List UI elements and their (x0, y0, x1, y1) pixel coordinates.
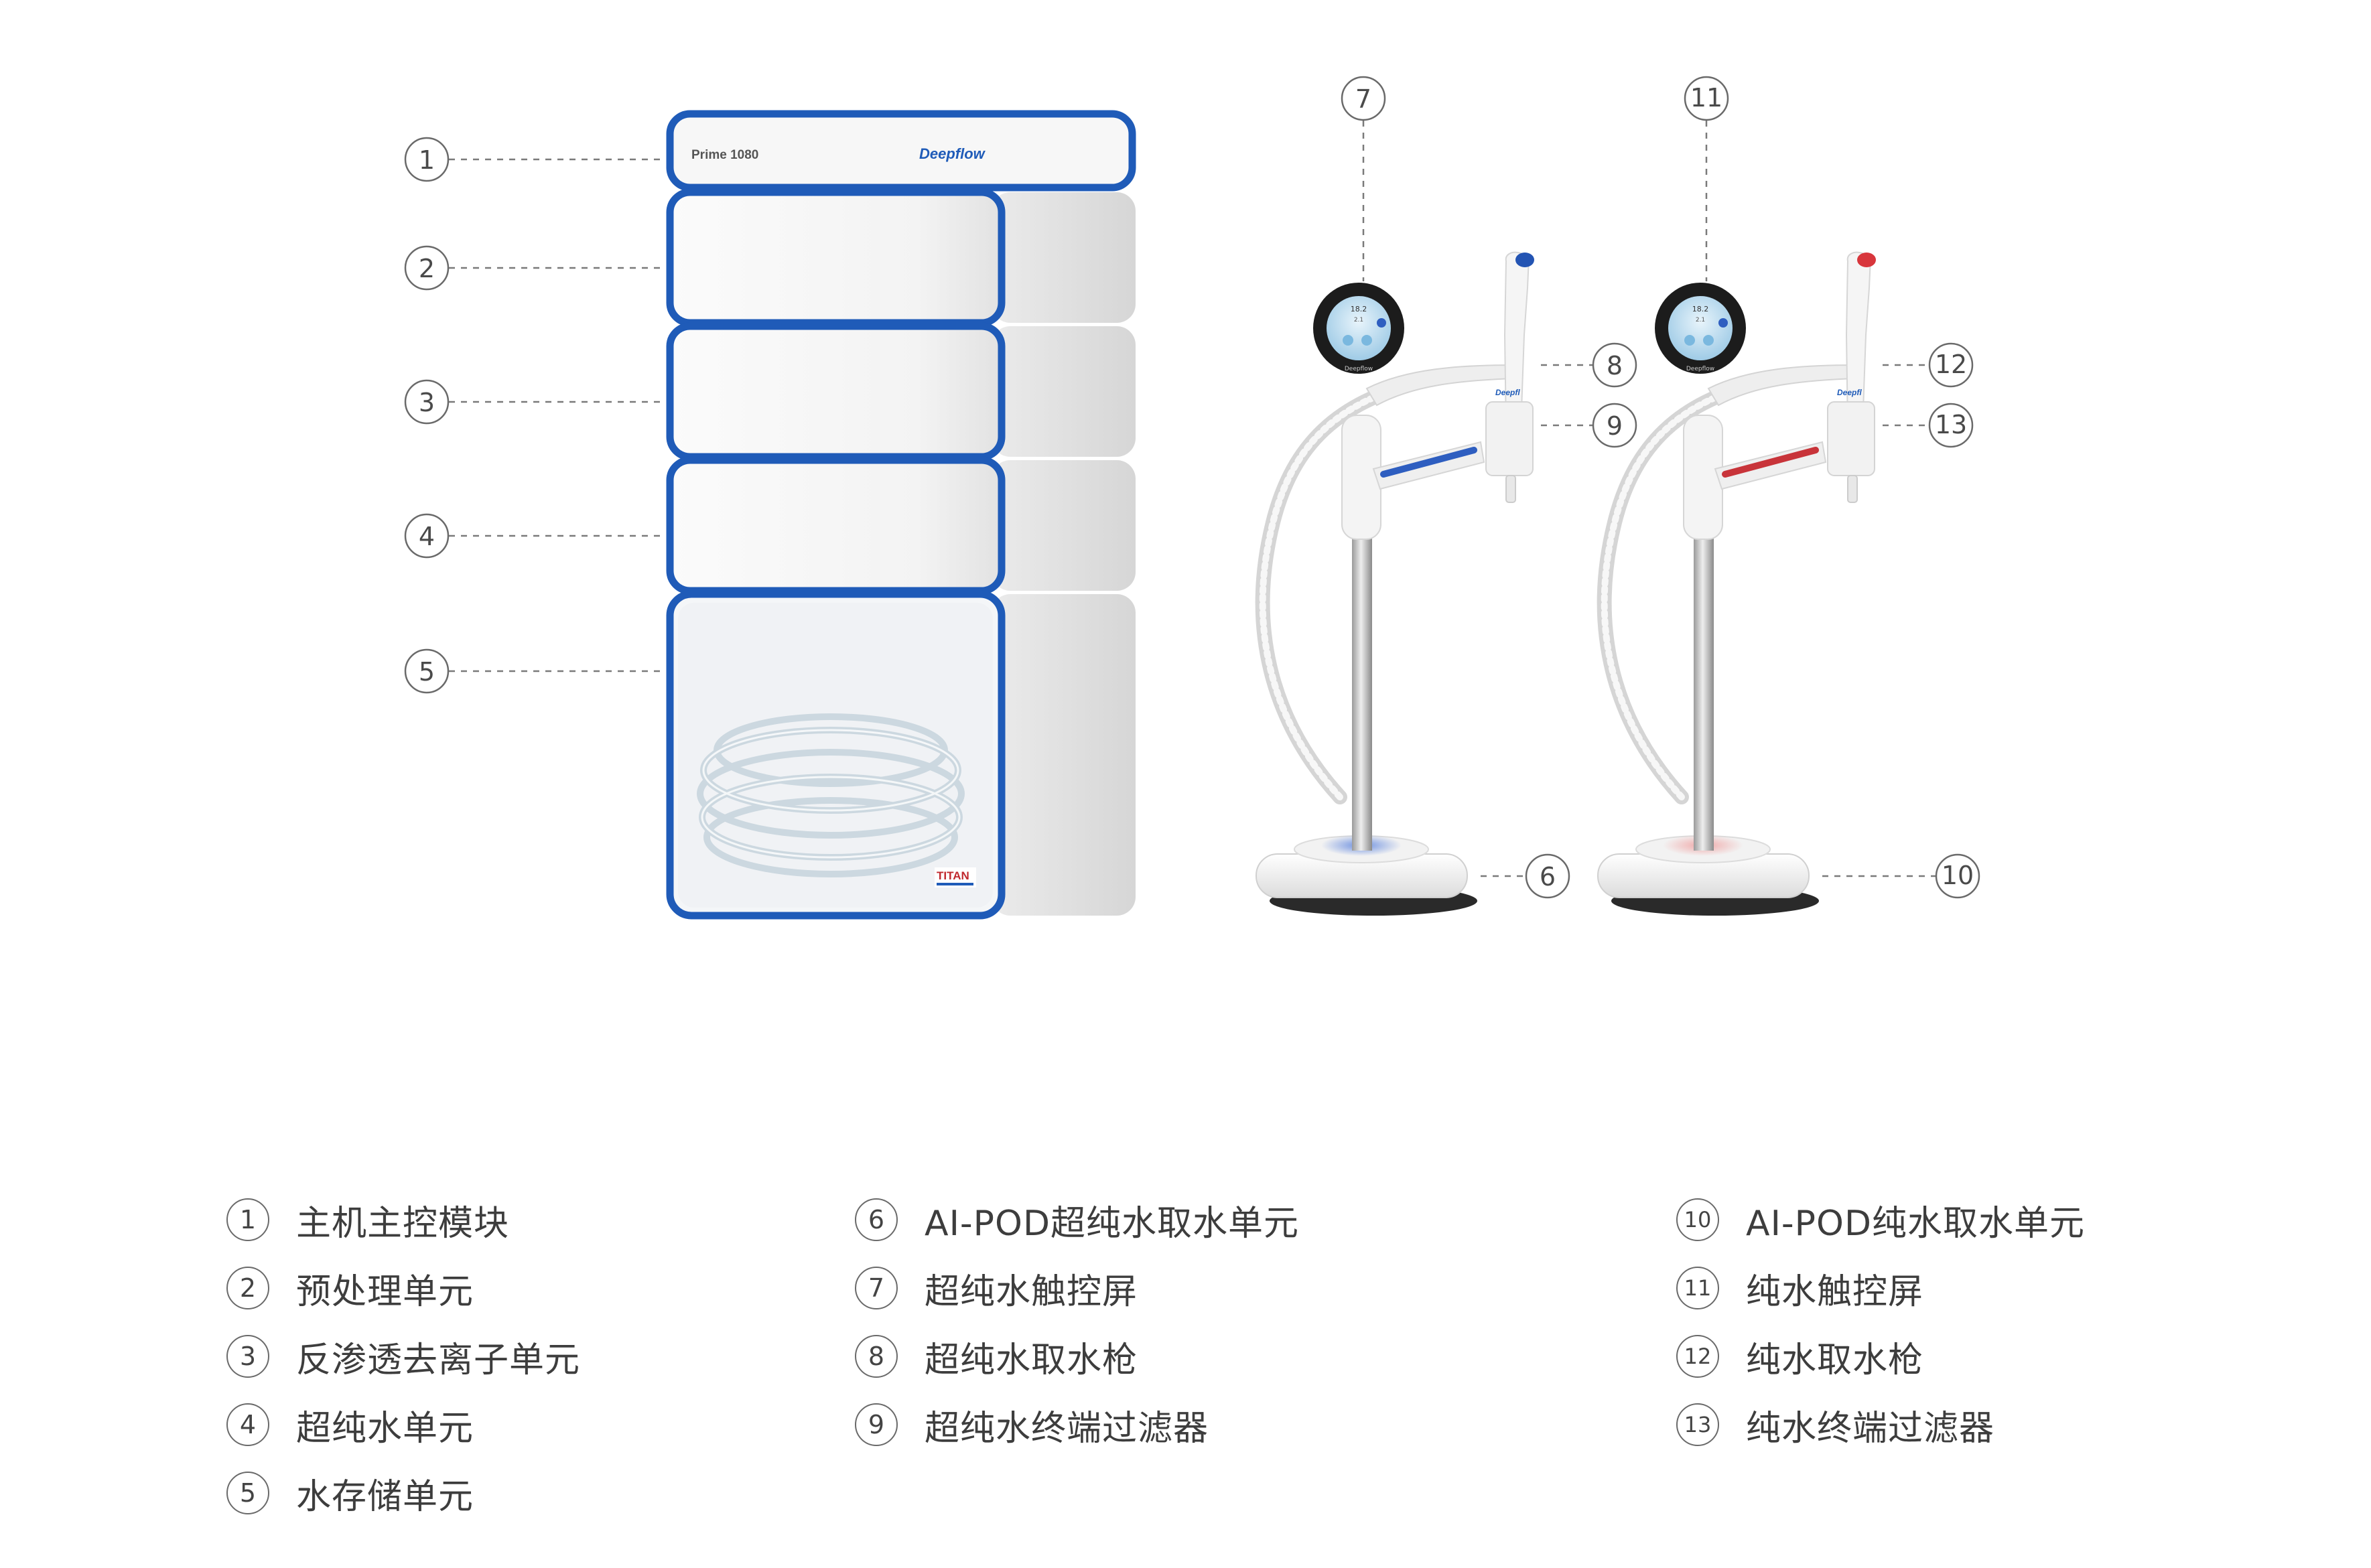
legend-item: 6 AI-POD超纯水取水单元 (855, 1186, 1299, 1254)
legend-column-2: 6 AI-POD超纯水取水单元 7 超纯水触控屏 8 超纯水取水枪 9 超纯水终… (855, 1186, 1299, 1459)
callout-8: 8 (1593, 344, 1636, 386)
screen-value-1: 18.2 (1351, 305, 1367, 313)
legend-number: 6 (855, 1198, 898, 1241)
legend-column-1: 1 主机主控模块 2 预处理单元 3 反渗透去离子单元 4 超纯水单元 5 水存… (226, 1186, 580, 1527)
legend-item: 13 纯水终端过滤器 (1676, 1391, 2085, 1459)
legend-label: 超纯水取水枪 (925, 1332, 1138, 1382)
module-pretreatment (670, 192, 1136, 323)
legend-number: 1 (226, 1198, 269, 1241)
module-water-storage: TITAN (670, 594, 1136, 916)
legend-number: 7 (855, 1267, 898, 1309)
brand-label: Deepflow (919, 145, 986, 162)
callout-9: 9 (1593, 404, 1636, 447)
module-reverse-osmosis (670, 326, 1136, 457)
module-main-control: Prime 1080 Deepflow (670, 114, 1136, 188)
svg-text:Deepfl: Deepfl (1837, 388, 1862, 397)
callout-1: 1 (405, 138, 448, 181)
svg-text:5: 5 (419, 657, 435, 687)
legend-label: AI-POD超纯水取水单元 (925, 1195, 1299, 1245)
legend-item: 4 超纯水单元 (226, 1391, 580, 1459)
legend-label: 纯水触控屏 (1746, 1263, 1923, 1313)
legend-column-3: 10 AI-POD纯水取水单元 11 纯水触控屏 12 纯水取水枪 13 纯水终… (1676, 1186, 2085, 1459)
legend-label: 预处理单元 (296, 1263, 474, 1313)
callout-2: 2 (405, 246, 448, 289)
legend-label: 主机主控模块 (296, 1195, 509, 1245)
module-ultrapure (670, 460, 1136, 591)
titan-label: TITAN (937, 869, 969, 882)
svg-text:Deepfl: Deepfl (1495, 388, 1520, 397)
legend-label: AI-POD纯水取水单元 (1746, 1195, 2085, 1245)
svg-text:12: 12 (1935, 350, 1967, 379)
legend-item: 1 主机主控模块 (226, 1186, 580, 1254)
screen-brand: Deepflow (1686, 366, 1714, 372)
callout-5: 5 (405, 650, 448, 693)
legend-label: 超纯水单元 (296, 1400, 474, 1450)
svg-text:6: 6 (1540, 862, 1556, 892)
callout-11: 11 (1685, 77, 1728, 120)
callout-13: 13 (1929, 404, 1972, 447)
callout-3: 3 (405, 380, 448, 423)
svg-text:9: 9 (1607, 411, 1623, 441)
legend-number: 10 (1676, 1198, 1719, 1241)
model-label: Prime 1080 (691, 148, 758, 162)
legend-label: 纯水终端过滤器 (1746, 1400, 1994, 1450)
callout-10: 10 (1936, 855, 1979, 898)
legend-label: 水存储单元 (296, 1468, 474, 1518)
legend-number: 13 (1676, 1403, 1719, 1446)
leader-lines-left (449, 159, 660, 671)
legend-item: 5 水存储单元 (226, 1459, 580, 1527)
legend-label: 纯水取水枪 (1746, 1332, 1923, 1382)
legend-number: 3 (226, 1335, 269, 1378)
legend-number: 2 (226, 1267, 269, 1309)
svg-text:10: 10 (1942, 861, 1974, 890)
legend-item: 2 预处理单元 (226, 1254, 580, 1322)
legend-number: 11 (1676, 1267, 1719, 1309)
svg-text:8: 8 (1607, 351, 1623, 380)
screen-value-1: 18.2 (1692, 305, 1709, 313)
legend-number: 9 (855, 1403, 898, 1446)
legend-item: 10 AI-POD纯水取水单元 (1676, 1186, 2085, 1254)
callout-6: 6 (1526, 855, 1569, 898)
svg-text:3: 3 (419, 388, 435, 417)
legend-item: 8 超纯水取水枪 (855, 1322, 1299, 1391)
main-cabinet: Prime 1080 Deepflow (670, 114, 1136, 916)
callout-12: 12 (1929, 344, 1972, 386)
legend-label: 超纯水终端过滤器 (925, 1400, 1209, 1450)
legend-label: 超纯水触控屏 (925, 1263, 1138, 1313)
screen-brand: Deepflow (1345, 366, 1373, 372)
callout-4: 4 (405, 514, 448, 557)
legend-item: 7 超纯水触控屏 (855, 1254, 1299, 1322)
svg-text:4: 4 (419, 522, 435, 551)
svg-text:2: 2 (419, 254, 435, 283)
legend-number: 5 (226, 1472, 269, 1514)
legend-number: 4 (226, 1403, 269, 1446)
legend-item: 9 超纯水终端过滤器 (855, 1391, 1299, 1459)
svg-text:1: 1 (419, 145, 435, 175)
legend-item: 11 纯水触控屏 (1676, 1254, 2085, 1322)
svg-text:11: 11 (1690, 83, 1722, 113)
svg-text:7: 7 (1355, 84, 1371, 114)
pod-unit-pure: 18.2 2.1 Deepflow Deepfl (1598, 253, 1876, 916)
svg-text:13: 13 (1935, 410, 1967, 439)
pod-unit-ultrapure: 18.2 2.1 Deepflow Deepfl (1256, 253, 1534, 916)
legend-item: 12 纯水取水枪 (1676, 1322, 2085, 1391)
legend-number: 8 (855, 1335, 898, 1378)
legend-number: 12 (1676, 1335, 1719, 1378)
legend-label: 反渗透去离子单元 (296, 1332, 580, 1382)
screen-value-2: 2.1 (1696, 317, 1705, 324)
screen-value-2: 2.1 (1354, 317, 1363, 324)
legend-item: 3 反渗透去离子单元 (226, 1322, 580, 1391)
callout-7: 7 (1342, 77, 1385, 120)
